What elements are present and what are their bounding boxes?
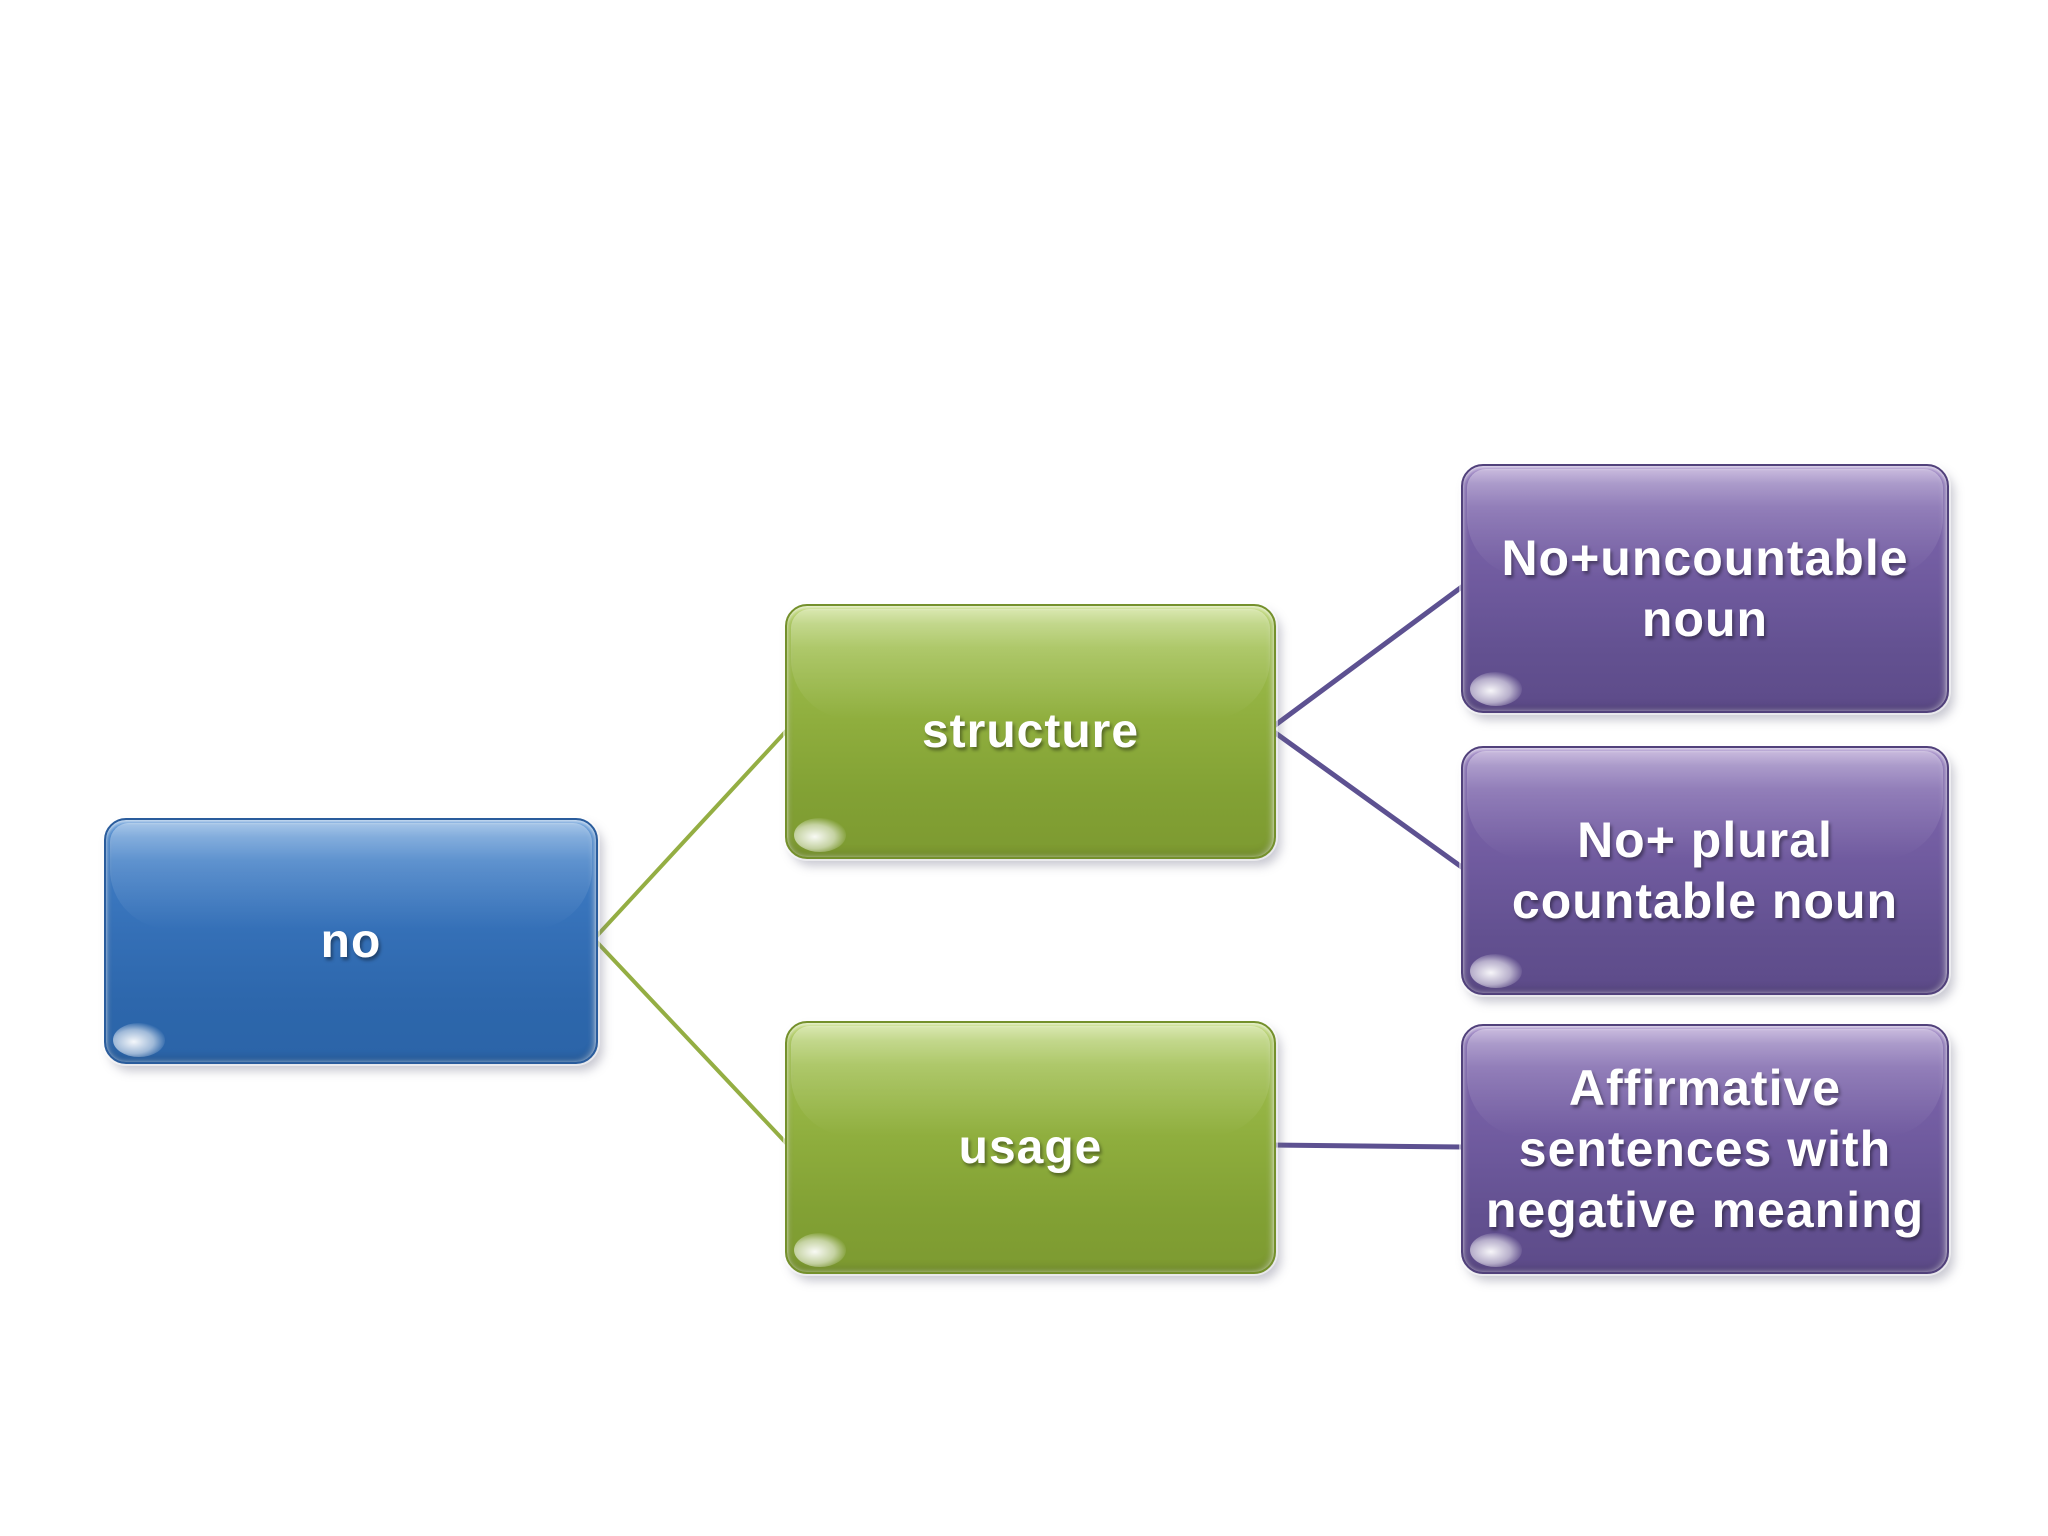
branch-node-structure: structure: [785, 604, 1276, 859]
leaf-node-uncountable-noun: No+uncountable noun: [1461, 464, 1949, 713]
leaf-node-plural-countable-noun: No+ plural countable noun: [1461, 746, 1949, 995]
root-node-no: no: [104, 818, 598, 1064]
root-node-label: no: [320, 914, 382, 968]
leaf-node-uncountable-noun-label: No+uncountable noun: [1501, 529, 1909, 647]
branch-node-usage: usage: [785, 1021, 1276, 1274]
connector-structure-to-plural: [1267, 726, 1466, 871]
connector-structure-to-uncountable: [1267, 583, 1466, 732]
branch-node-structure-label: structure: [921, 705, 1140, 758]
connector-root-to-usage: [592, 937, 790, 1147]
connector-usage-to-affirmative: [1267, 1142, 1466, 1150]
connector-root-to-structure: [592, 727, 790, 941]
leaf-node-affirmative-sentences-label: Affirmative sentences with negative mean…: [1485, 1059, 1925, 1238]
leaf-node-plural-countable-noun-label: No+ plural countable noun: [1511, 811, 1899, 929]
leaf-node-affirmative-sentences: Affirmative sentences with negative mean…: [1461, 1024, 1949, 1274]
branch-node-usage-label: usage: [958, 1121, 1103, 1174]
